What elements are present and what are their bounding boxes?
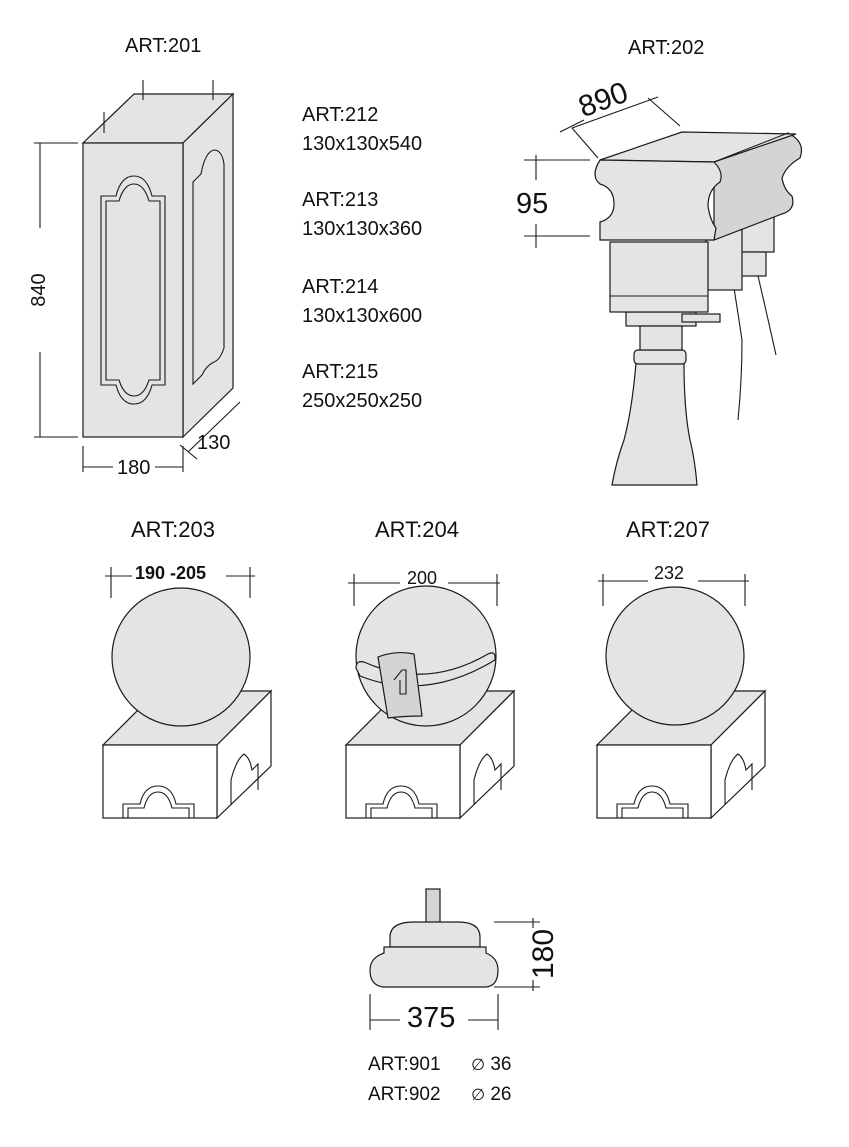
art202-edge: [713, 132, 789, 163]
art207-block-front: [596, 744, 712, 819]
art202-dim-height: 95: [516, 188, 549, 220]
art207-block-arch-inner: [621, 791, 684, 818]
art202-dim-tick: [571, 127, 599, 159]
art203-block-arch: [122, 785, 195, 818]
art202-shaft-back: [731, 275, 743, 421]
art202-shaft: [611, 362, 698, 486]
art202-capital: [524, 96, 803, 486]
base-dim-width: 375: [407, 1002, 456, 1034]
art203-dim: 190 -205: [135, 563, 207, 583]
art201-dim-depth-line: [187, 401, 241, 453]
art207-ball-finial: [595, 574, 767, 820]
art204-ball-finial: [344, 574, 516, 820]
art201-side-face: [182, 92, 234, 439]
art201-label: ART:201: [125, 35, 202, 57]
spec-art: ART:215: [302, 361, 379, 383]
base-upper-tier: [389, 921, 481, 948]
spec-item: ART:214 130x130x600: [302, 273, 422, 331]
spec-art: ART:213: [302, 189, 379, 211]
art204-block-arch: [365, 785, 438, 818]
variant-art: ART:902: [368, 1084, 441, 1105]
art201-dim-height: 840: [28, 273, 50, 307]
art202-shaft-back: [757, 275, 777, 356]
art201-front-panel-inner: [105, 183, 161, 397]
variant-row: ART:902 ∅ 26: [368, 1084, 511, 1106]
art204-label: ART:204: [375, 517, 459, 542]
art207-label: ART:207: [626, 517, 710, 542]
base-dim-height: 180: [527, 928, 560, 979]
art202-abacus-front: [594, 159, 722, 241]
art204-ball: [355, 585, 497, 727]
art203-label: ART:203: [131, 517, 215, 542]
spec-item: ART:215 250x250x250: [302, 358, 422, 416]
art202-neck-back: [681, 313, 721, 323]
art204-dim: 200: [407, 568, 438, 588]
variant-value: 26: [490, 1084, 512, 1105]
art207-dim: 232: [654, 563, 685, 583]
art201-front-panel: [100, 175, 166, 405]
art207-ball: [605, 586, 745, 726]
art203-block-front: [102, 744, 218, 819]
diameter-icon: ∅: [471, 1057, 486, 1074]
art202-dim-tick: [559, 119, 585, 133]
art203-block-side-arch: [230, 753, 259, 804]
variant-value: 36: [490, 1054, 512, 1075]
art203-ball: [111, 587, 251, 727]
art202-neck-lower: [639, 325, 683, 351]
spec-size: 130x130x600: [302, 305, 423, 327]
spec-size: 130x130x540: [302, 133, 423, 155]
art202-abacus-side: [713, 132, 803, 241]
variant-row: ART:901 ∅ 36: [368, 1054, 511, 1076]
art203-block-arch-inner: [127, 791, 190, 818]
art201-dim-width: 180: [117, 457, 151, 479]
spec-art: ART:212: [302, 104, 379, 126]
art201-dim-tick: [179, 444, 198, 460]
art201-pillar: [34, 80, 241, 472]
art204-block-front: [345, 744, 461, 819]
art207-block-arch: [616, 785, 689, 818]
column-base: [369, 888, 540, 1030]
art202-ring: [633, 349, 687, 365]
base-pin: [425, 888, 441, 924]
art207-block-side-arch: [724, 753, 753, 804]
art203-ball-finial: [101, 567, 273, 820]
art202-dim-tick: [647, 97, 681, 127]
spec-art: ART:214: [302, 276, 379, 298]
art201-dim-depth: 130: [197, 432, 231, 454]
spec-item: ART:212 130x130x540: [302, 101, 422, 159]
art202-dim-width-line: [571, 96, 659, 129]
art204-badge-number: 1: [396, 664, 397, 665]
art201-side-panel: [192, 149, 225, 386]
art202-collar: [609, 241, 709, 313]
spec-size: 250x250x250: [302, 390, 423, 412]
spec-item: ART:213 130x130x360: [302, 186, 422, 244]
art204-block-arch-inner: [370, 791, 433, 818]
diameter-icon: ∅: [471, 1087, 486, 1104]
art204-block-side-arch: [473, 753, 502, 804]
base-torus: [369, 946, 499, 988]
variant-art: ART:901: [368, 1054, 441, 1075]
art201-front-face: [82, 142, 184, 438]
spec-size: 130x130x360: [302, 218, 423, 240]
art202-label: ART:202: [628, 37, 705, 59]
art204-badge-glyph: [393, 669, 407, 695]
